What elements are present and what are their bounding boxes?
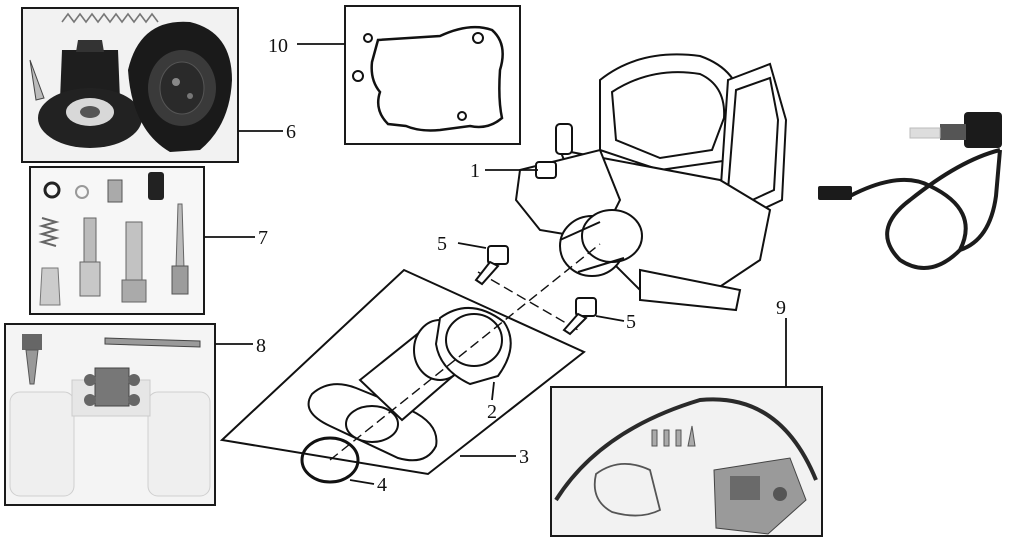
diaphragm-cover-icon: [128, 21, 232, 152]
float-icon: [9, 367, 211, 497]
callout-label-1: 1: [470, 160, 480, 182]
float-bowl-icon: [713, 457, 807, 535]
callout-label-3: 3: [519, 446, 529, 468]
callout-label-9: 9: [776, 297, 786, 319]
callout-label-8: 8: [256, 335, 266, 357]
spring-icon: [61, 12, 159, 24]
callout-labels: 10 6 7 8 1 9 5 5 2 3 4: [256, 35, 786, 496]
float-bowl-gasket-icon: [370, 25, 504, 132]
panel-7-jet-kit: [29, 166, 205, 315]
fuel-hose-icon: [554, 397, 818, 502]
jet-needle-icon: [171, 203, 189, 295]
callout-label-4: 4: [377, 474, 387, 496]
callout-label-6: 6: [286, 121, 296, 143]
callout-leader-lines: [204, 43, 787, 485]
carburetor-body: [514, 53, 788, 312]
slide-piston-icon: [38, 40, 142, 148]
float-needle-valve-icon: [22, 334, 42, 385]
callout-label-10: 10: [268, 35, 288, 57]
needle-clip-icon: [29, 59, 45, 101]
callout-label-7: 7: [258, 227, 268, 249]
bolt-icon-lower: [562, 297, 597, 336]
callout-label-5-upper: 5: [437, 233, 447, 255]
panel-10-gasket: [344, 5, 521, 145]
panel-6-diaphragm-kit: [21, 7, 239, 163]
jet-icon: [79, 217, 101, 297]
electric-choke-icon: [818, 112, 1002, 270]
intake-manifold-assembly: [219, 243, 601, 484]
o-ring-icon: [300, 436, 360, 484]
panel-8-float-kit: [4, 323, 216, 506]
panel-9-rebuild-kit: [550, 386, 823, 537]
emulsion-tube-icon: [121, 221, 147, 303]
bolt-icon-upper: [474, 245, 509, 286]
callout-label-2: 2: [487, 401, 497, 423]
callout-label-5-lower: 5: [626, 311, 636, 333]
